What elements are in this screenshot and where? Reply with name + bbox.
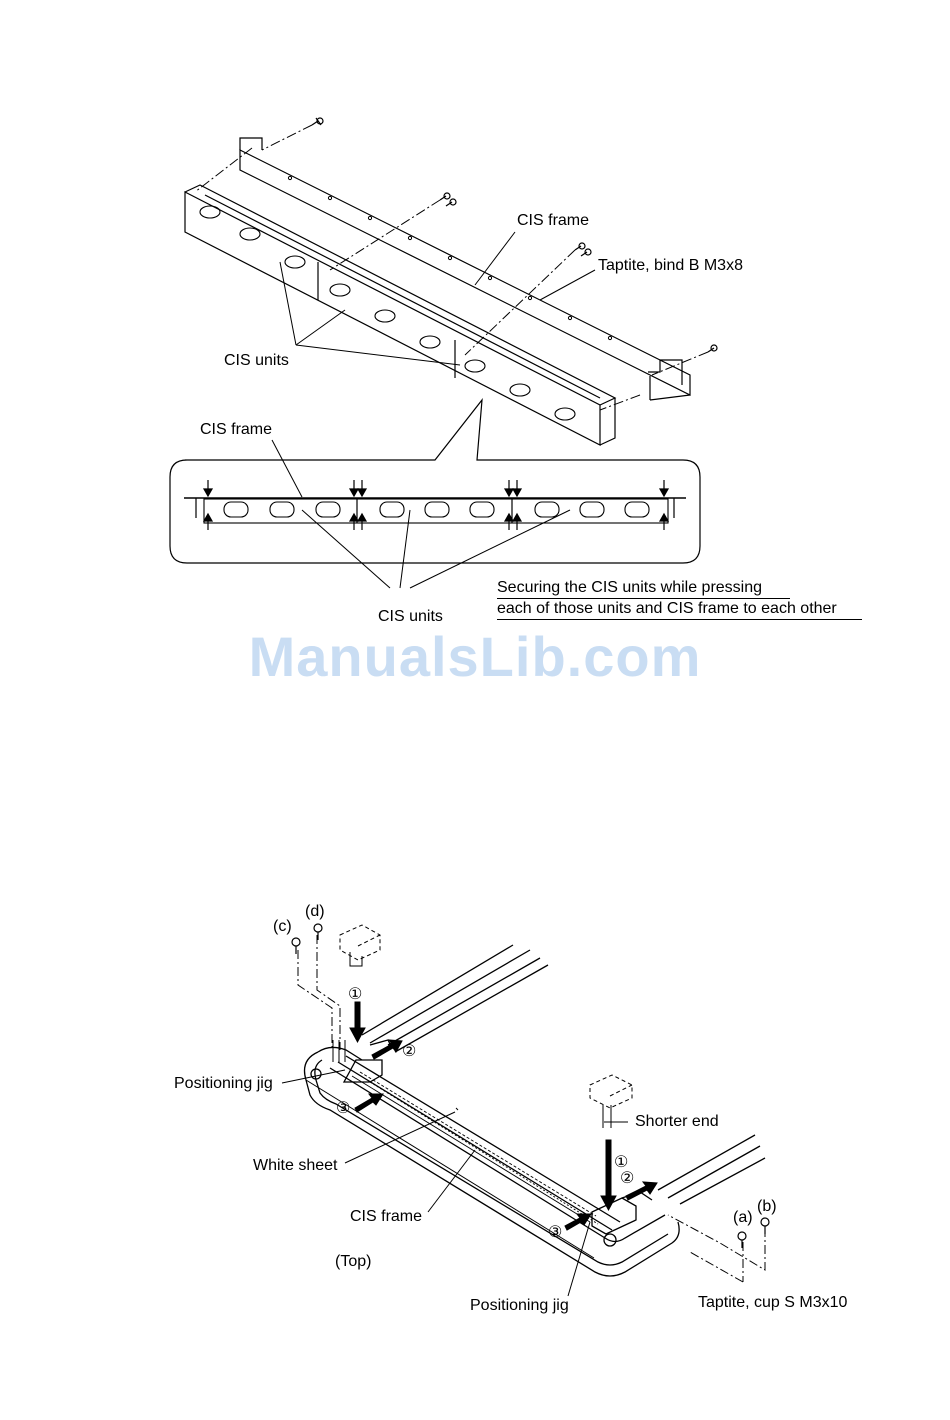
- label-positioning-jig-bottom: Positioning jig: [470, 1297, 569, 1315]
- label-screw-a: (a): [733, 1209, 753, 1227]
- label-shorter-end: Shorter end: [635, 1113, 719, 1131]
- label-cis-frame: CIS frame: [350, 1208, 422, 1226]
- label-taptite-cup: Taptite, cup S M3x10: [698, 1294, 847, 1312]
- label-screw-c: (c): [273, 918, 292, 936]
- label-white-sheet: White sheet: [253, 1157, 337, 1175]
- label-positioning-jig-left: Positioning jig: [174, 1075, 273, 1093]
- label-screw-b: (b): [757, 1198, 777, 1216]
- label-top-view: (Top): [335, 1253, 371, 1271]
- label-step3-left: ③: [336, 1100, 350, 1118]
- label-step1-left: ①: [348, 986, 362, 1004]
- label-step3-right: ③: [548, 1224, 562, 1242]
- label-step2-left: ②: [402, 1043, 416, 1061]
- label-step2-right: ②: [620, 1170, 634, 1188]
- label-screw-d: (d): [305, 903, 325, 921]
